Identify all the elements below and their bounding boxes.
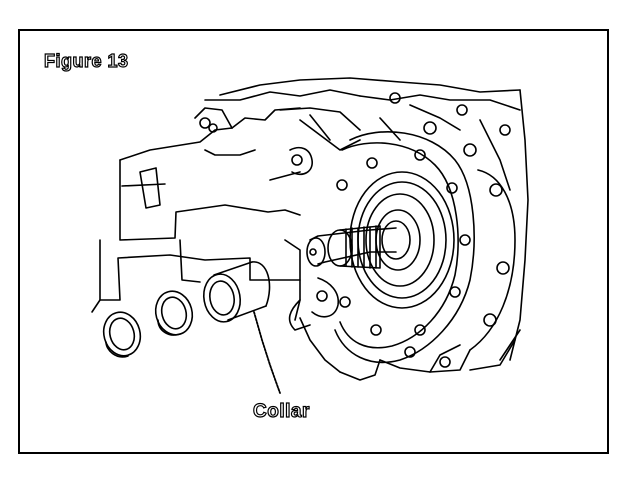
output-shaft xyxy=(306,225,397,269)
main-flange xyxy=(334,131,475,364)
housing-outline xyxy=(91,107,313,321)
seal-ring-left xyxy=(102,311,142,358)
figure-frame xyxy=(18,29,609,454)
collar-leader-line xyxy=(253,311,281,394)
right-case xyxy=(288,169,521,381)
figure-title: Figure 13 xyxy=(43,50,129,71)
upper-case xyxy=(204,77,529,361)
collar-part xyxy=(202,261,271,323)
collar-callout-label: Collar xyxy=(252,400,310,422)
seal-ring-middle xyxy=(154,290,194,336)
